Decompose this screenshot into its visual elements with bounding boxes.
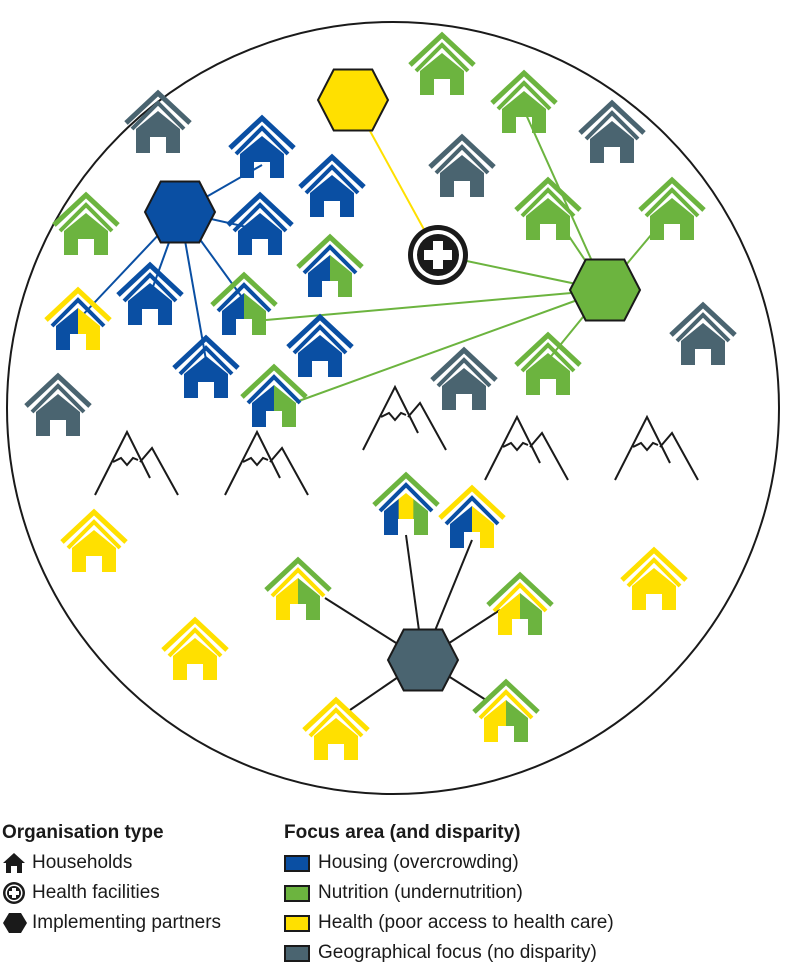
- legend-housing-label: Housing (overcrowding): [318, 852, 519, 873]
- hexagon-icon: [2, 911, 32, 935]
- legend-households: Households: [2, 848, 221, 878]
- house-icon: [438, 484, 506, 548]
- legend-nutrition-label: Nutrition (undernutrition): [318, 882, 523, 903]
- legend-geographical: Geographical focus (no disparity): [284, 938, 614, 968]
- mountain-icon: [94, 429, 179, 496]
- mountain-icon: [224, 429, 309, 496]
- implementing-partner-geographical: [386, 628, 460, 692]
- house-icon: [161, 616, 229, 680]
- boundary-circle: [6, 21, 780, 795]
- health-facility-icon: [408, 225, 468, 285]
- legend-health-facilities-label: Health facilities: [32, 882, 160, 903]
- house-icon: [116, 261, 184, 325]
- legend-nutrition: Nutrition (undernutrition): [284, 878, 614, 908]
- network-diagram: [6, 21, 780, 795]
- mountain-icon: [362, 384, 447, 451]
- house-icon: [228, 114, 296, 178]
- house-icon: [172, 334, 240, 398]
- mountain-icon: [484, 414, 569, 481]
- link-line: [295, 289, 606, 403]
- legend-organisation-type: Organisation type Households Health faci…: [2, 822, 221, 938]
- legend-geographical-label: Geographical focus (no disparity): [318, 942, 597, 963]
- legend-health-label: Health (poor access to health care): [318, 912, 614, 933]
- house-icon: [2, 851, 32, 875]
- health-facility-icon: [2, 881, 32, 905]
- legend-health-facilities: Health facilities: [2, 878, 221, 908]
- implementing-partner-nutrition: [568, 258, 642, 322]
- link-line: [265, 289, 606, 321]
- health-swatch: [284, 914, 310, 932]
- implementing-partner-health: [316, 68, 390, 132]
- legend-focus-title: Focus area (and disparity): [284, 822, 521, 843]
- legend-implementing-partners-label: Implementing partners: [32, 912, 222, 933]
- nutrition-swatch: [284, 884, 310, 902]
- legend-org-title: Organisation type: [2, 822, 164, 843]
- legend-health: Health (poor access to health care): [284, 908, 614, 938]
- legend-focus-area: Focus area (and disparity) Housing (over…: [284, 822, 614, 968]
- house-icon: [669, 301, 737, 365]
- legend-implementing-partners: Implementing partners: [2, 908, 221, 938]
- geo-swatch: [284, 944, 310, 962]
- mountain-icon: [614, 414, 699, 481]
- housing-swatch: [284, 854, 310, 872]
- implementing-partner-housing: [143, 180, 217, 244]
- legend-housing: Housing (overcrowding): [284, 848, 614, 878]
- legend-households-label: Households: [32, 852, 133, 873]
